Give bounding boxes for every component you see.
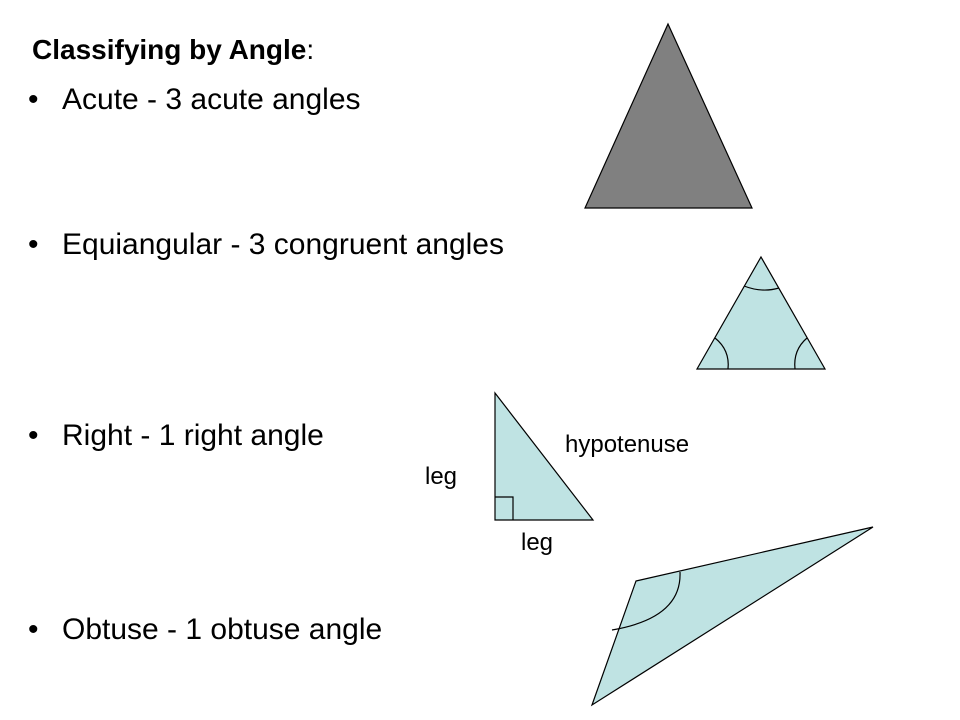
right-triangle	[494, 391, 595, 521]
bullet-text-right: Right - 1 right angle	[62, 419, 324, 452]
right-triangle-group: hypotenuse leg leg	[425, 391, 689, 556]
heading-bold: Classifying by Angle	[32, 34, 307, 65]
bullet-mark: •	[28, 228, 39, 261]
bullet-obtuse: • Obtuse - 1 obtuse angle	[28, 612, 532, 648]
bullet-text-equiangular: Equiangular - 3 congruent angles	[62, 228, 504, 261]
acute-triangle	[584, 22, 753, 209]
leg-horizontal-label: leg	[521, 529, 553, 556]
bullet-mark: •	[28, 419, 39, 452]
bullet-acute: • Acute - 3 acute angles	[28, 82, 532, 118]
bullet-mark: •	[28, 83, 39, 116]
bullet-mark: •	[28, 613, 39, 646]
obtuse-triangle	[590, 526, 874, 707]
equiangular-triangle	[695, 255, 827, 370]
bullet-equiangular: • Equiangular - 3 congruent angles	[28, 227, 532, 263]
slide-heading: Classifying by Angle:	[32, 30, 314, 70]
angle-arc-right	[794, 337, 808, 370]
right-angle-marker	[495, 496, 514, 520]
bullet-text-obtuse: Obtuse - 1 obtuse angle	[62, 613, 383, 646]
bullet-right: • Right - 1 right angle	[28, 418, 532, 454]
equiangular-triangle-group	[695, 255, 827, 370]
angle-arc-left	[714, 337, 729, 370]
bullet-text-acute: Acute - 3 acute angles	[62, 83, 361, 116]
hypotenuse-label: hypotenuse	[565, 431, 689, 458]
obtuse-angle-arc	[611, 571, 681, 631]
leg-vertical-label: leg	[425, 463, 457, 490]
obtuse-triangle-group	[590, 526, 874, 707]
angle-arc-top	[743, 285, 780, 291]
heading-colon: :	[306, 34, 315, 65]
